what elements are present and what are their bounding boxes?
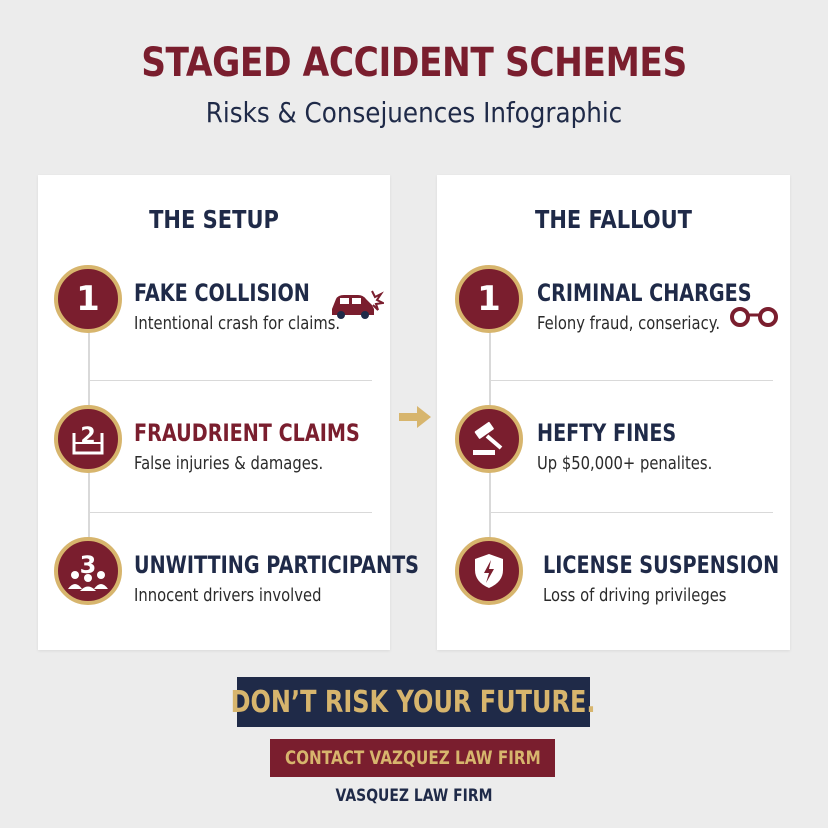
divider — [90, 512, 372, 513]
number-badge: 1 — [455, 265, 523, 333]
item-title: CRIMINAL CHARGES — [537, 279, 752, 307]
divider — [491, 512, 773, 513]
arrow-right-icon — [399, 406, 431, 428]
number-badge: 3 — [54, 537, 122, 605]
item-desc: Loss of driving privileges — [543, 585, 727, 606]
handcuffs-icon — [730, 307, 778, 327]
item-title: LICENSE SUSPENSION — [543, 551, 780, 579]
contact-label: CONTACT VAZQUEZ LAW FIRM — [284, 747, 541, 769]
item-desc: Up $50,000+ penalites. — [537, 453, 713, 474]
item-desc: Intentional crash for claims. — [134, 313, 341, 334]
badge-number: 1 — [477, 279, 501, 319]
fallout-item-license-suspension: LICENSE SUSPENSION Loss of driving privi… — [437, 537, 790, 617]
item-title: UNWITTING PARTICIPANTS — [134, 551, 419, 579]
setup-item-fraudrient-claims: 2 FRAUDRIENT CLAIMS False injuries & dam… — [38, 405, 390, 485]
badge-number: 2 — [80, 424, 95, 449]
setup-item-fake-collision: 1 FAKE COLLISION Intentional crash for c… — [38, 265, 390, 345]
car-crash-icon — [332, 290, 384, 319]
item-desc: Felony fraud, conseriacy. — [537, 313, 721, 334]
gavel-icon — [473, 421, 503, 455]
badge-number: 3 — [80, 551, 97, 579]
item-desc: Innocent drivers involved — [134, 585, 322, 606]
setup-heading: THE SETUP — [149, 205, 279, 234]
fallout-heading: THE FALLOUT — [534, 205, 692, 234]
setup-item-unwitting-participants: 3 UNWITTING PARTICIPANTS Innocent driver… — [38, 537, 419, 617]
fallout-item-criminal-charges: 1 CRIMINAL CHARGES Felony fraud, conseri… — [437, 265, 790, 345]
number-badge: 2 — [54, 405, 122, 473]
setup-panel: THE SETUP 1 FAKE COLLISION Intentional c… — [38, 175, 419, 650]
shield-badge — [455, 537, 523, 605]
item-title: HEFTY FINES — [537, 419, 677, 447]
number-badge: 1 — [54, 265, 122, 333]
cta-text: DON’T RISK YOUR FUTURE. — [231, 684, 596, 720]
divider — [491, 380, 773, 381]
fallout-item-hefty-fines: HEFTY FINES Up $50,000+ penalites. — [437, 405, 790, 485]
gavel-badge — [455, 405, 523, 473]
fallout-panel: THE FALLOUT 1 CRIMINAL CHARGES Felony fr… — [437, 175, 790, 650]
item-desc: False injuries & damages. — [134, 453, 324, 474]
badge-number: 1 — [76, 279, 100, 319]
divider — [90, 380, 372, 381]
claim-document-icon: 2 — [72, 424, 104, 455]
firm-name: VASQUEZ LAW FIRM — [335, 786, 493, 806]
item-title: FRAUDRIENT CLAIMS — [134, 419, 360, 447]
cta-banner: DON’T RISK YOUR FUTURE. — [231, 677, 596, 727]
contact-button[interactable]: CONTACT VAZQUEZ LAW FIRM — [270, 739, 555, 777]
item-title: FAKE COLLISION — [134, 279, 310, 307]
page-title: STAGED ACCIDENT SCHEMES — [141, 40, 687, 86]
page-subtitle: Risks & Consejuences Infographic — [205, 96, 623, 129]
people-group-icon: 3 — [68, 551, 108, 591]
shield-icon — [475, 554, 503, 588]
